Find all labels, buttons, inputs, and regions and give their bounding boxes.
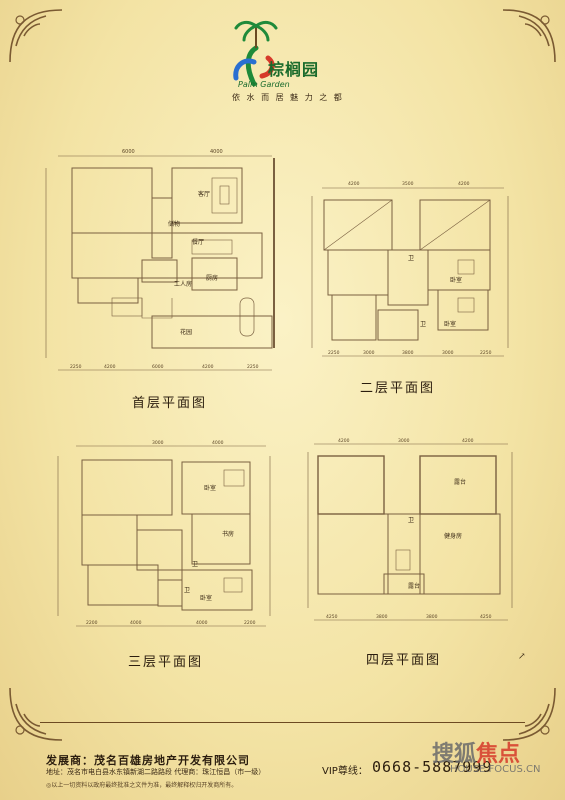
plan-2-dim-top-1: 4200 (348, 181, 360, 187)
plan-3-dim-top-1: 3000 (152, 440, 164, 446)
plan-4-room-3: 健身房 (444, 532, 462, 540)
plan-3-room-4: 卫 (184, 587, 190, 594)
plan-4-dim-bottom-2: 3800 (376, 614, 388, 620)
brand-name-cn: 棕榈园 (268, 60, 320, 79)
north-arrow-icon: ↗ (518, 652, 526, 662)
plan-2-room-4: 卫 (420, 321, 426, 328)
plan-2-dim-top-2: 3500 (402, 181, 414, 187)
plan-3-room-2: 书房 (222, 530, 234, 538)
floor-plan-4: 4200 3000 4200 4250 3800 3800 4250 露台 卫 … (304, 438, 518, 634)
plan-4-room-1: 露台 (454, 478, 466, 486)
plan-3-dim-bottom-3: 4000 (196, 620, 208, 626)
plan-1-room-2: 餐厅 (192, 238, 204, 246)
plan-1-dim-bottom-5: 2250 (247, 364, 259, 370)
plan-4-dim-bottom-1: 4250 (326, 614, 338, 620)
plan-2-dim-bottom-3: 3800 (402, 350, 414, 356)
palm-garden-logo (216, 18, 356, 98)
plan-2-room-2: 卧室 (450, 276, 462, 284)
sohu-focus-watermark: 搜狐焦点 HOUSE.FOCUS.CN (432, 736, 552, 786)
plan-1-title: 首层平面图 (132, 396, 208, 411)
floor-plan-3: 3000 4000 2200 4000 4000 2200 卧室 书房 卫 卫 … (52, 440, 278, 636)
address-line: 地址：茂名市电白县水东镇新湖二路路段 代理商：珠江恒昌（市一级） (46, 768, 266, 776)
corner-ornament-bottom-left (6, 684, 66, 744)
brand-tagline: 依 水 而 居 魅 力 之 都 (232, 93, 344, 102)
watermark-url: HOUSE.FOCUS.CN (450, 764, 541, 775)
plan-4-title: 四层平面图 (366, 653, 442, 668)
plan-1-dim-bottom-2: 4200 (104, 364, 116, 370)
corner-ornament-top-right (499, 6, 559, 66)
plan-1-dim-top-1: 6000 (122, 149, 135, 155)
plan-4-dim-top-3: 4200 (462, 438, 474, 444)
disclaimer-line: ◎以上一切资料以政府最终批准之文件为准，最终解释权归开发商所有。 (46, 782, 238, 789)
plan-3-room-3: 卫 (192, 561, 198, 568)
plan-3-dim-bottom-4: 2200 (244, 620, 256, 626)
plan-3-title: 三层平面图 (128, 655, 204, 670)
vip-label: VIP尊线： (322, 766, 368, 777)
plan-1-dim-bottom-4: 4200 (202, 364, 214, 370)
corner-ornament-bottom-right (499, 684, 559, 744)
plan-1-dim-top-2: 4000 (210, 149, 223, 155)
plan-3-room-1: 卧室 (204, 484, 216, 492)
plan-2-dim-bottom-5: 2250 (480, 350, 492, 356)
plan-2-dim-bottom-4: 3000 (442, 350, 454, 356)
plan-4-dim-bottom-4: 4250 (480, 614, 492, 620)
plan-2-room-3: 卧室 (444, 320, 456, 328)
watermark-text-red: 焦点 (476, 742, 521, 767)
vip-phone-number: 0668-5887999 (372, 758, 493, 776)
plan-2-dim-bottom-2: 3000 (363, 350, 375, 356)
floor-plan-2: 4200 3500 4200 2250 3000 3800 3000 2250 … (308, 180, 514, 365)
developer-line: 发展商：茂名百雄房地产开发有限公司 (46, 754, 250, 767)
plan-1-room-1: 客厅 (198, 190, 210, 198)
plan-1-room-6: 花园 (180, 328, 192, 336)
watermark-text-gray: 搜狐 (432, 742, 477, 767)
footer-divider (40, 722, 525, 723)
plan-1-dim-bottom-3: 6000 (152, 364, 164, 370)
plan-1-dim-bottom-1: 2250 (70, 364, 82, 370)
plan-4-dim-top-1: 4200 (338, 438, 350, 444)
brand-name-en: Palm Garden (238, 80, 290, 89)
plan-2-dim-top-3: 4200 (458, 181, 470, 187)
plan-4-room-2: 卫 (408, 517, 414, 524)
plan-4-dim-top-2: 3000 (398, 438, 410, 444)
plan-1-room-4: 工人房 (174, 280, 192, 288)
plan-2-dim-bottom-1: 2250 (328, 350, 340, 356)
floor-plan-1: 6000 4000 2250 4200 6000 4200 2250 客厅 餐厅… (42, 148, 282, 378)
corner-ornament-top-left (6, 6, 66, 66)
plan-4-dim-bottom-3: 3800 (426, 614, 438, 620)
plan-1-room-5: 厨房 (206, 274, 218, 282)
plan-3-dim-bottom-1: 2200 (86, 620, 98, 626)
plan-1-room-3: 储物 (168, 220, 180, 228)
plan-4-room-4: 露台 (408, 582, 420, 590)
plan-3-room-5: 卧室 (200, 594, 212, 602)
plan-2-title: 二层平面图 (360, 381, 436, 396)
plan-3-dim-bottom-2: 4000 (130, 620, 142, 626)
plan-2-room-1: 卫 (408, 255, 414, 262)
plan-3-dim-top-2: 4000 (212, 440, 224, 446)
